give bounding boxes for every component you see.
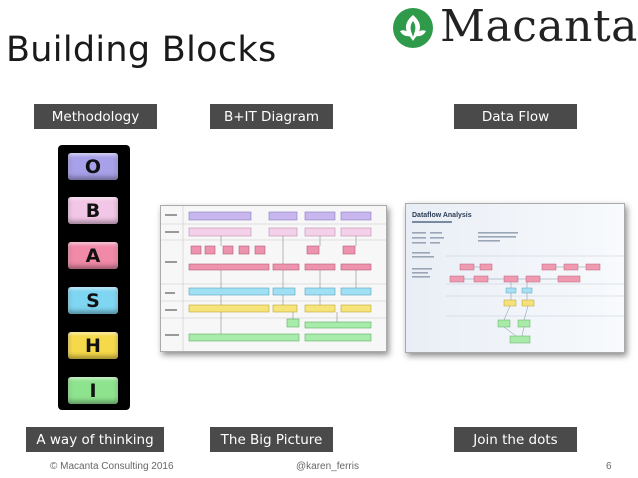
dataflow-thumbnail: Dataflow Analysis: [405, 203, 625, 353]
logo-text: Macanta: [440, 1, 638, 52]
block-b: B: [68, 197, 118, 224]
block-o: O: [68, 153, 118, 180]
footer-page-number: 6: [606, 461, 612, 472]
block-i-letter: I: [89, 379, 97, 402]
bit-diagram-image: [161, 206, 386, 351]
block-o-letter: O: [84, 155, 102, 178]
block-i: I: [68, 377, 118, 404]
slide-title: Building Blocks: [6, 30, 277, 70]
footer-handle: @karen_ferris: [296, 461, 359, 472]
caption-methodology: A way of thinking: [26, 427, 164, 452]
caption-data-flow: Join the dots: [454, 427, 577, 452]
dataflow-heading: Dataflow Analysis: [412, 212, 472, 219]
bit-diagram-thumbnail: [160, 205, 387, 352]
oboshi-panel: O B A S H I: [58, 145, 130, 410]
block-s: S: [68, 287, 118, 314]
column-header-bit-diagram: B+IT Diagram: [210, 104, 333, 129]
macanta-logo-icon: [393, 8, 433, 48]
caption-bit-diagram: The Big Picture: [210, 427, 333, 452]
block-h-letter: H: [85, 334, 101, 357]
dataflow-image: Dataflow Analysis: [406, 204, 624, 352]
macanta-logo: Macanta: [392, 1, 637, 52]
column-header-methodology: Methodology: [34, 104, 157, 129]
block-a-letter: A: [85, 244, 101, 267]
column-header-data-flow: Data Flow: [454, 104, 577, 129]
block-b-letter: B: [85, 199, 101, 222]
block-s-letter: S: [86, 289, 100, 312]
block-h: H: [68, 332, 118, 359]
footer-copyright: © Macanta Consulting 2016: [50, 461, 174, 472]
block-a: A: [68, 242, 118, 269]
